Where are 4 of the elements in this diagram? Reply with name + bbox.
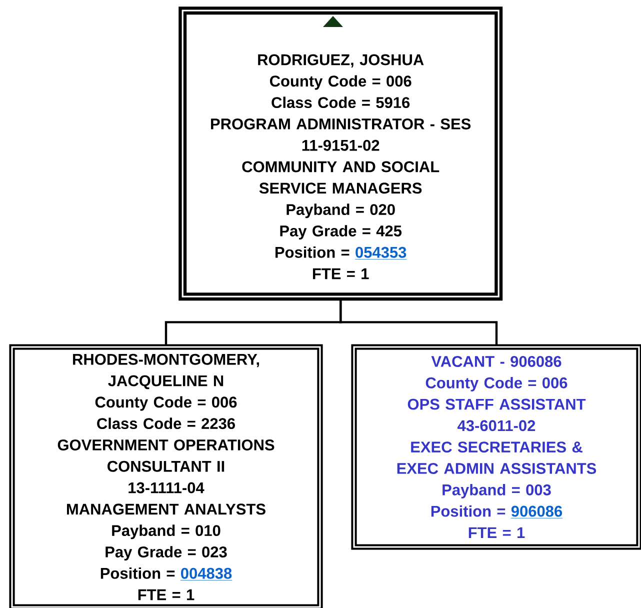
position-box: RODRIGUEZ, JOSHUA County Code = 006 Class Code = 5916 PROGRAM ADMINISTRATOR - SES 11-9151-02 COMMUNITY AND SOCIAL SERVICE MANAGERS Payband = 020 Pay Grade = 425 Position = 054353 FTE = 1 <box>178 6 503 301</box>
position-box: VACANT - 906086 County Code = 006 OPS STAFF ASSISTANT 43-6011-02 EXEC SECRETARIES & EXEC ADMIN ASSISTANTS Payband = 003 Position = 906086 FTE = 1 <box>351 344 641 550</box>
position-box: RHODES-MONTGOMERY, JACQUELINE N County Code = 006 Class Code = 2236 GOVERNMENT OPERATIONS CONSULTANT II 13-1111-04 MANAGEMENT ANALYSTS Payband = 010 Pay Grade = 023 Position = 004838 FTE = 1 <box>9 344 323 608</box>
connector-line <box>340 298 498 346</box>
